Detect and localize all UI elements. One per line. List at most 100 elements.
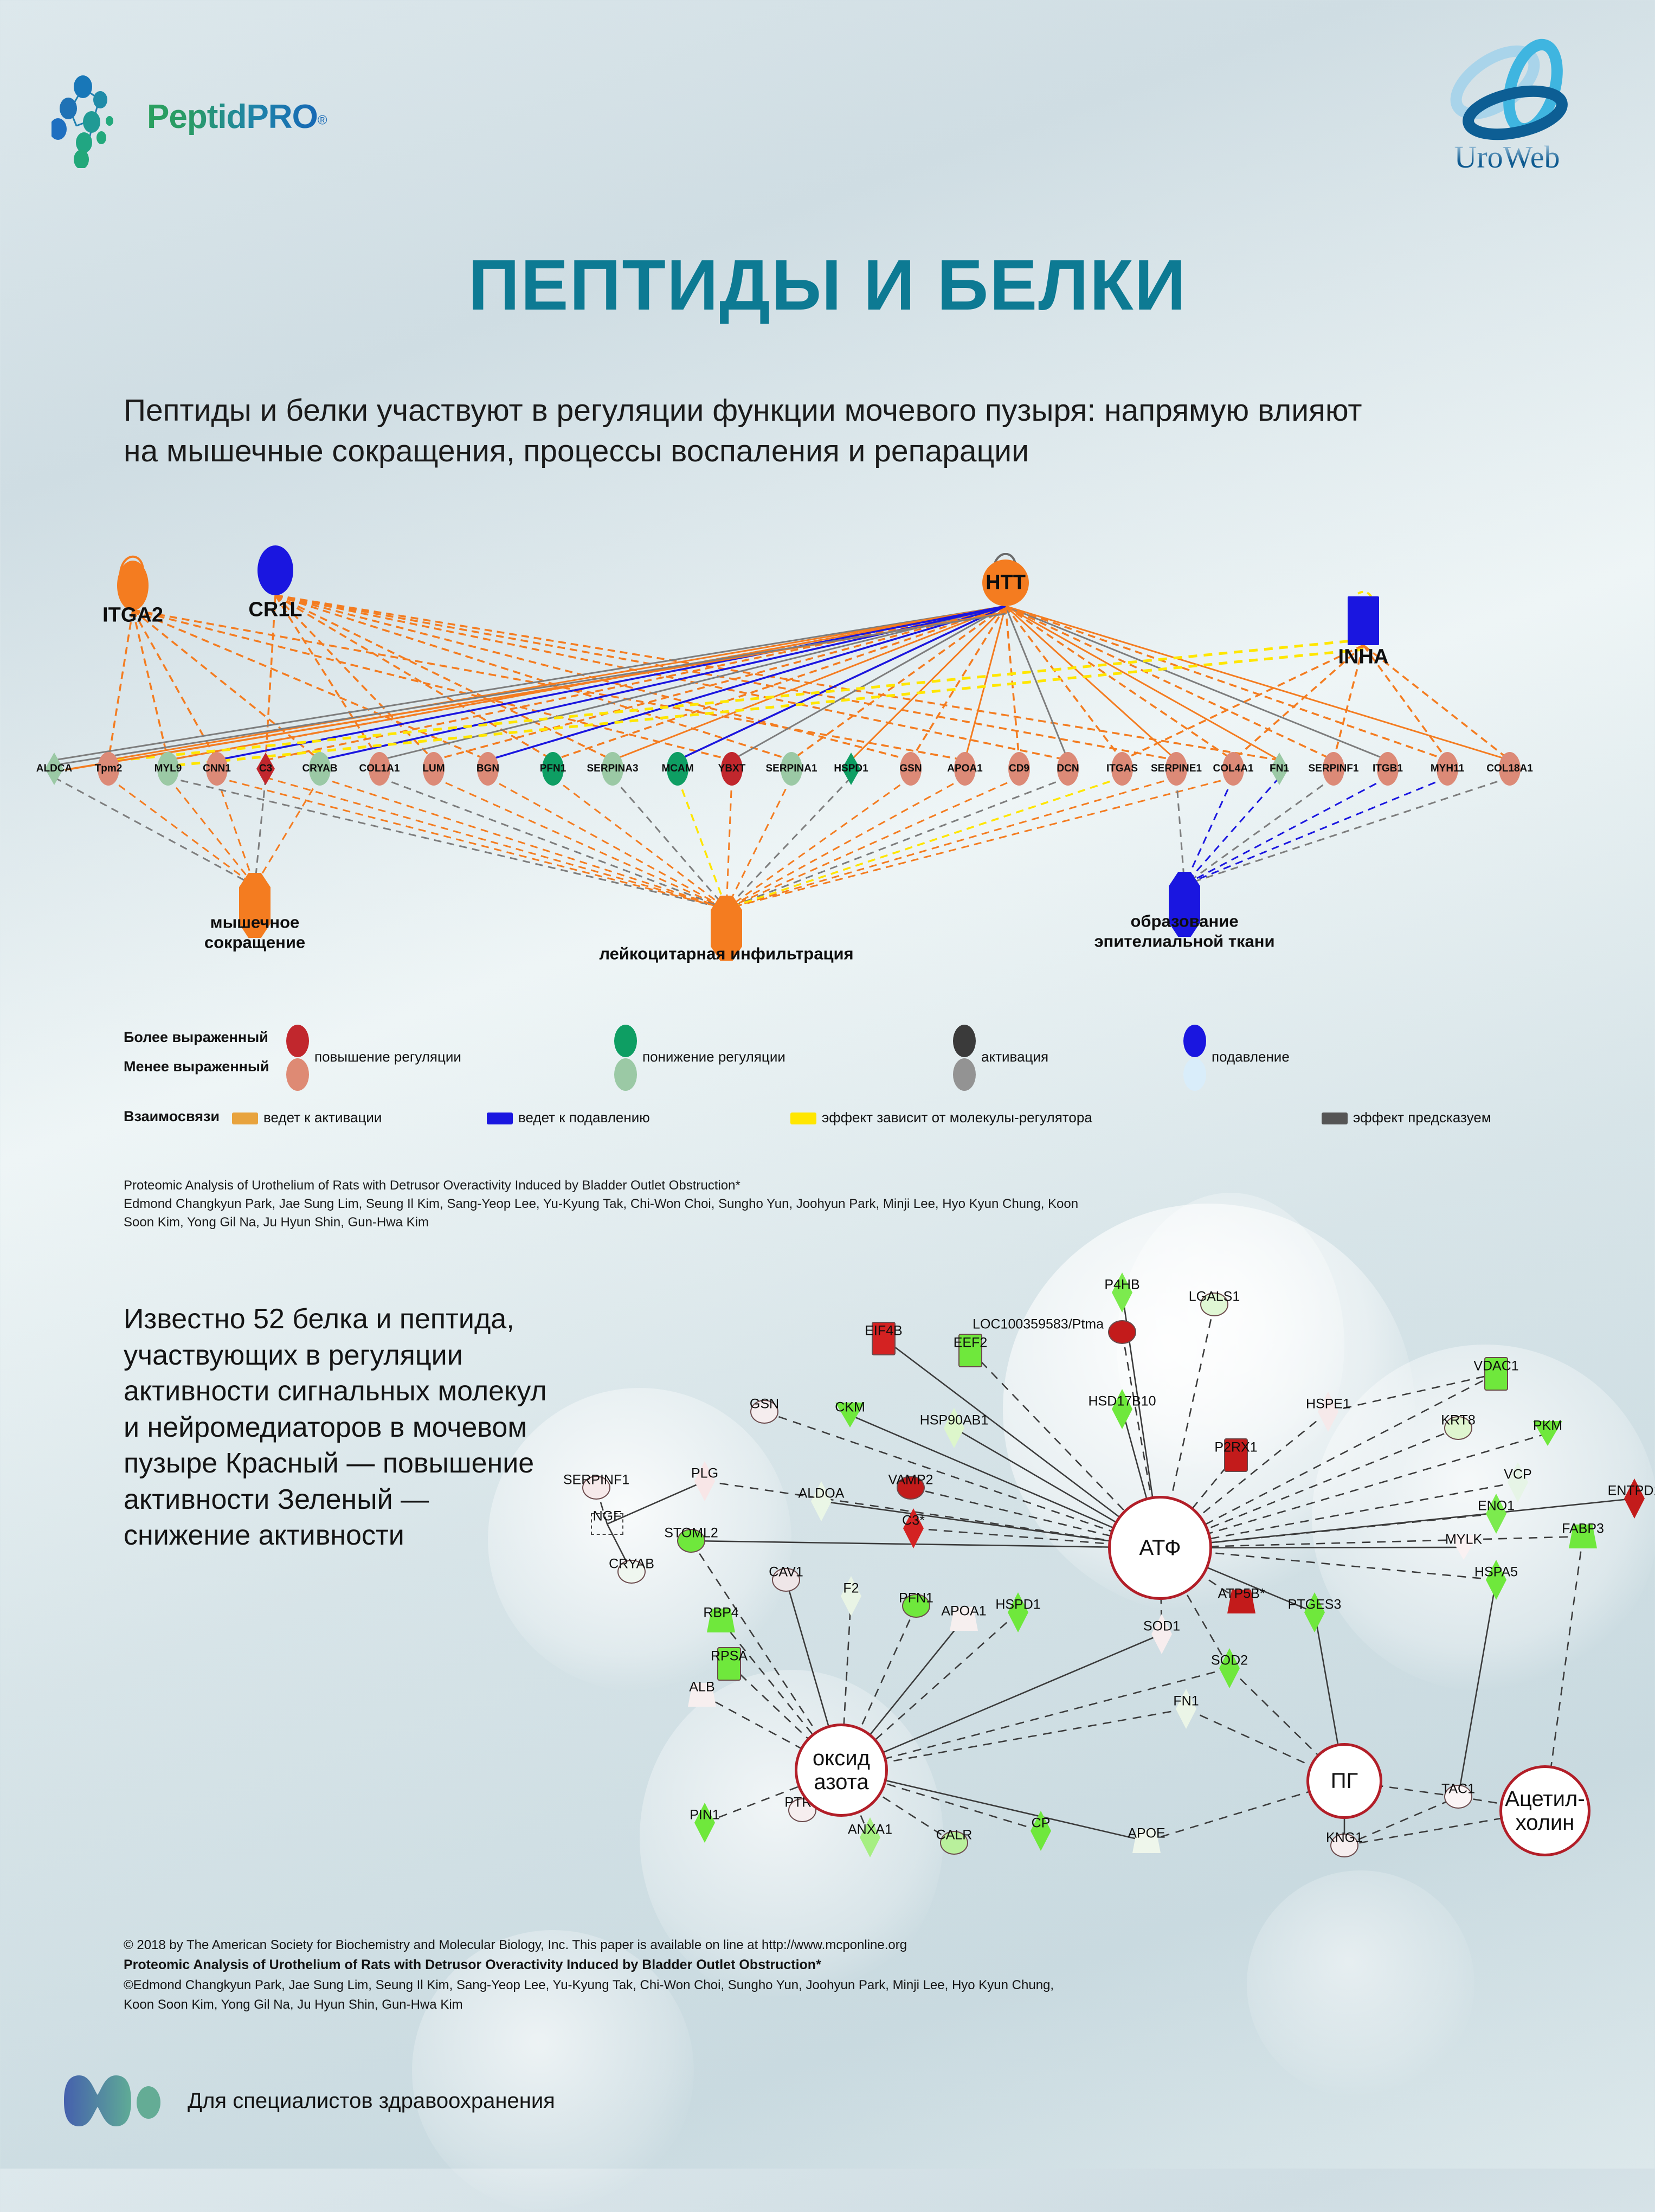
footer-audience-text: Для специалистов здравоохранения [188, 2088, 555, 2113]
network1-process-node[interactable] [239, 873, 271, 938]
network2-node[interactable] [1569, 1525, 1597, 1548]
network2-node[interactable] [1330, 1834, 1358, 1857]
network2-node[interactable] [1224, 1438, 1248, 1472]
network2-node-label: PTGES3 [1287, 1597, 1342, 1612]
network1-gene-node[interactable] [1057, 752, 1079, 786]
network1-gene-node[interactable] [1111, 752, 1133, 786]
network2-node-label: CP [1031, 1815, 1051, 1831]
network1-hub-node-htt[interactable] [982, 560, 1029, 606]
network1-gene-node[interactable] [477, 752, 499, 786]
network2-node-label: RPSA [710, 1648, 748, 1664]
network2-node-label: TAC1 [1441, 1781, 1476, 1797]
network2-node[interactable] [591, 1513, 623, 1535]
network2-node[interactable] [1444, 1416, 1472, 1440]
network2-node[interactable] [617, 1560, 646, 1584]
network2-node[interactable] [582, 1476, 610, 1500]
network2-node[interactable] [1444, 1785, 1472, 1809]
legend-swatch-strong [1183, 1025, 1206, 1057]
network2-node[interactable] [772, 1568, 800, 1592]
edge-atp [704, 1480, 1161, 1549]
network1-gene-node[interactable] [667, 752, 688, 786]
edge-htt-dash [1005, 605, 1334, 761]
edge-inha [1362, 644, 1511, 761]
edge-htt-left-gray [51, 613, 1006, 767]
network1-hub-node-itga2[interactable] [117, 561, 149, 610]
network2-node[interactable] [872, 1322, 896, 1355]
network2-node-label: CKM [835, 1399, 865, 1415]
network1-gene-node[interactable] [954, 752, 976, 786]
network1-gene-node[interactable] [1437, 752, 1458, 786]
network1-process-node[interactable] [1169, 872, 1200, 937]
edge-to-process [1184, 776, 1510, 886]
uroweb-logo: UroWeb [1415, 33, 1599, 195]
network1-gene-node[interactable] [542, 752, 564, 786]
network1-gene-node[interactable] [1323, 752, 1344, 786]
edge-atp [1159, 1547, 1231, 1669]
network2-node[interactable] [950, 1607, 978, 1631]
citation-line-3: Soon Kim, Yong Gil Na, Ju Hyun Shin, Gun… [124, 1215, 429, 1230]
network1-gene-node[interactable] [1008, 752, 1030, 786]
network2-node[interactable] [1227, 1590, 1255, 1613]
network1-gene-label: CRYAB [302, 763, 338, 774]
network1-hub-node-cr1l[interactable] [257, 545, 293, 595]
network1-gene-label: DCN [1057, 763, 1079, 774]
footer-paper-title: Proteomic Analysis of Urothelium of Rats… [124, 1957, 821, 1972]
network1-gene-node[interactable] [369, 752, 390, 786]
network2-hub-node[interactable] [1306, 1743, 1382, 1819]
uroweb-wordmark: UroWeb [1415, 139, 1599, 175]
network1-gene-node[interactable] [721, 752, 743, 786]
network2-node[interactable] [902, 1594, 930, 1618]
network1-gene-node[interactable] [1222, 752, 1244, 786]
footer-copyright: © 2018 by The American Society for Bioch… [124, 1938, 907, 1952]
network1-gene-node[interactable] [1499, 752, 1521, 786]
network1-gene-node[interactable] [423, 752, 445, 786]
legend-line-swatch [790, 1113, 816, 1124]
network2-node[interactable] [940, 1831, 968, 1855]
network2-node[interactable] [958, 1334, 982, 1367]
network1-hub-node-inha[interactable] [1348, 596, 1379, 645]
network1-gene-node[interactable] [206, 752, 228, 786]
edge-atp [1160, 1373, 1497, 1549]
edge-to-process [254, 777, 267, 886]
network1-gene-node[interactable] [1165, 752, 1187, 786]
edge-local [607, 1480, 705, 1525]
edge-local [1344, 1796, 1459, 1847]
network2-node[interactable] [707, 1609, 735, 1632]
legend-swatch-weak [953, 1058, 976, 1091]
legend-relation-label: ведет к активации [263, 1109, 382, 1126]
network2-hub-node[interactable] [1108, 1496, 1212, 1600]
network2-node[interactable] [1108, 1320, 1136, 1344]
network2-hub-node[interactable] [1499, 1765, 1590, 1856]
edge-no [701, 1694, 842, 1771]
network2-node-label: GSN [749, 1396, 780, 1412]
legend-swatch-weak [1183, 1058, 1206, 1091]
network1-gene-label: MYL9 [154, 763, 182, 774]
page-title: ПЕПТИДЫ И БЕЛКИ [468, 245, 1187, 325]
network1-gene-node[interactable] [602, 752, 623, 786]
network1-process-node[interactable] [711, 896, 742, 961]
network2-node[interactable] [677, 1529, 705, 1553]
network2-node[interactable] [1200, 1293, 1228, 1316]
edge-inha [1332, 645, 1364, 761]
edge-to-process [167, 777, 256, 886]
network2-node[interactable] [688, 1683, 716, 1707]
network2-node[interactable] [1484, 1357, 1508, 1391]
network2-node[interactable] [717, 1647, 741, 1681]
network1-gene-node[interactable] [98, 752, 119, 786]
edge-no [841, 1667, 1230, 1771]
network2-hub-node[interactable] [795, 1724, 888, 1817]
network2-node[interactable] [750, 1400, 778, 1424]
network2-node[interactable] [897, 1476, 925, 1500]
network1-gene-node[interactable] [157, 752, 179, 786]
network2-node-label: LOC100359583/Ptma [973, 1316, 1104, 1332]
network1-gene-node[interactable] [900, 752, 922, 786]
network1-gene-node[interactable] [781, 752, 802, 786]
edge-htt-solid [731, 605, 1006, 761]
network1-gene-node[interactable] [1377, 752, 1399, 786]
network2-node-label: VCP [1504, 1467, 1532, 1482]
edge-to-process [433, 776, 727, 910]
network2-node-label: NGF [593, 1508, 622, 1524]
network2-node[interactable] [1132, 1829, 1161, 1853]
network1-gene-node[interactable] [309, 752, 331, 786]
